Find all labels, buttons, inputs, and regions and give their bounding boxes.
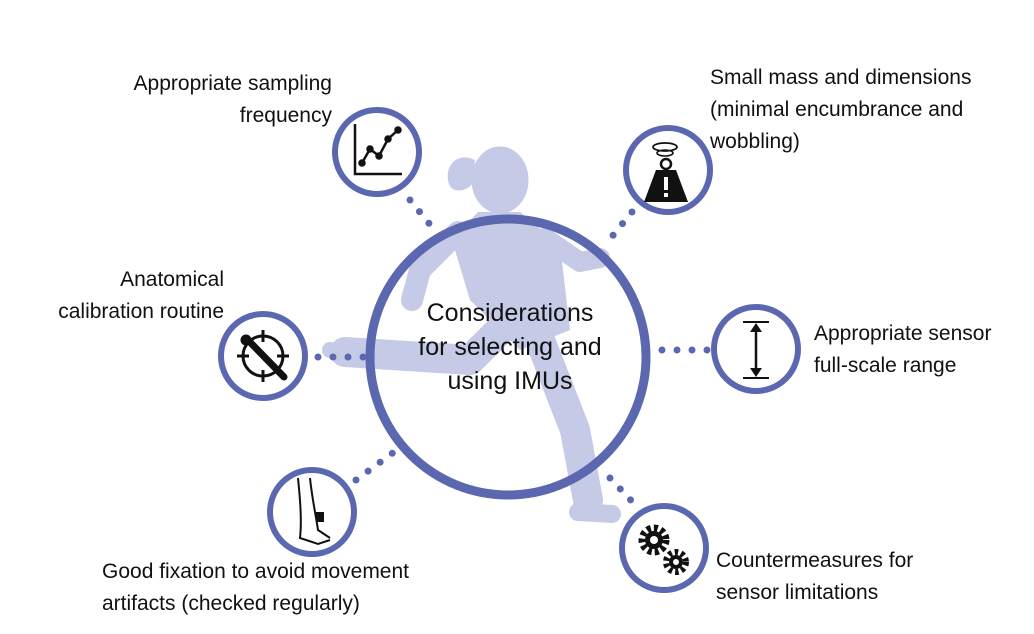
label-calibration: Anatomical calibration routine xyxy=(58,268,224,323)
center-ring xyxy=(365,214,651,500)
connector-fixation xyxy=(352,448,398,484)
label-mass: Small mass and dimensions (minimal encum… xyxy=(710,66,972,153)
connector-countermeasures xyxy=(606,474,644,514)
weight-warning-icon xyxy=(644,142,688,202)
mass-icon-circle xyxy=(623,125,713,215)
connector-sampling xyxy=(406,196,440,236)
label-fixation: Good fixation to avoid movement artifact… xyxy=(102,560,410,615)
label-sampling: Appropriate sampling frequency xyxy=(133,72,332,127)
gears-icon xyxy=(638,524,689,575)
label-range: Appropriate sensor full-scale range xyxy=(814,322,992,377)
countermeasures-icon-circle xyxy=(619,503,709,593)
center-label: Considerations for selecting and using I… xyxy=(418,299,602,395)
label-countermeasures: Countermeasures for sensor limitations xyxy=(716,549,914,604)
range-arrow-icon xyxy=(743,321,769,379)
leg-sensor-icon xyxy=(297,477,331,546)
sampling-icon-circle xyxy=(332,107,422,197)
line-chart-icon xyxy=(353,124,402,176)
connectors xyxy=(314,196,716,514)
connector-mass xyxy=(602,208,636,248)
fixation-icon-circle xyxy=(267,467,357,557)
calibration-icon-circle xyxy=(218,311,308,401)
range-icon-circle xyxy=(711,304,801,394)
crosshair-calibration-icon xyxy=(237,330,289,382)
